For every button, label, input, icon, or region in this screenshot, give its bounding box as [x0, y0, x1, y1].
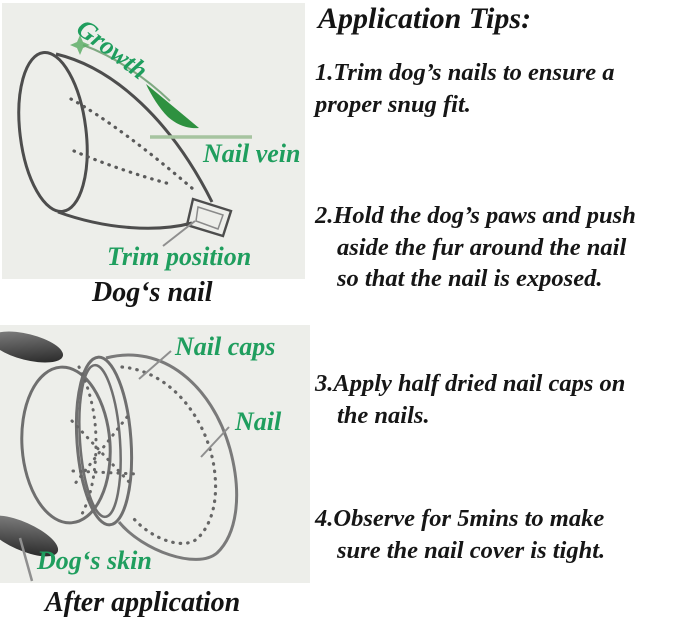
nail-vein-label: Nail vein [203, 139, 301, 168]
dog-nail-diagram [2, 3, 305, 279]
growth-arrow-icon [70, 35, 199, 129]
nail-vein-dotted-line [69, 97, 195, 191]
tip-item-1: 1.Trim dog’s nails to ensure a proper sn… [315, 59, 615, 118]
tip-item-2: 2.Hold the dog’s paws and push aside the… [315, 202, 636, 292]
nail-leader-line [200, 426, 230, 458]
nail-dotted-outline [120, 365, 218, 545]
dogs-nail-caption: Dog‘s nail [92, 277, 213, 308]
after-application-caption: After application [45, 587, 241, 618]
tip-item-3: 3.Apply half dried nail caps on the nail… [315, 370, 626, 429]
fur-blob-bottom [0, 515, 59, 557]
fur-blob-top [0, 331, 64, 363]
trim-position-label: Trim position [107, 242, 252, 271]
nail-caps-leader-line [138, 350, 172, 380]
trim-position-leader-line [162, 220, 196, 247]
nail-caps-label: Nail caps [175, 332, 276, 361]
tip-item-4: 4.Observe for 5mins to make sure the nai… [315, 505, 606, 564]
dogs-skin-label: Dog‘s skin [37, 546, 152, 575]
dogs-skin-leader-line [18, 537, 34, 582]
sparkle-icon [70, 35, 90, 55]
nail-label: Nail [235, 407, 282, 436]
nail-cap-drawing [0, 331, 239, 582]
dog-nail-drawing [17, 35, 252, 247]
after-application-diagram [0, 325, 310, 583]
tips-heading: Application Tips: [318, 2, 532, 35]
